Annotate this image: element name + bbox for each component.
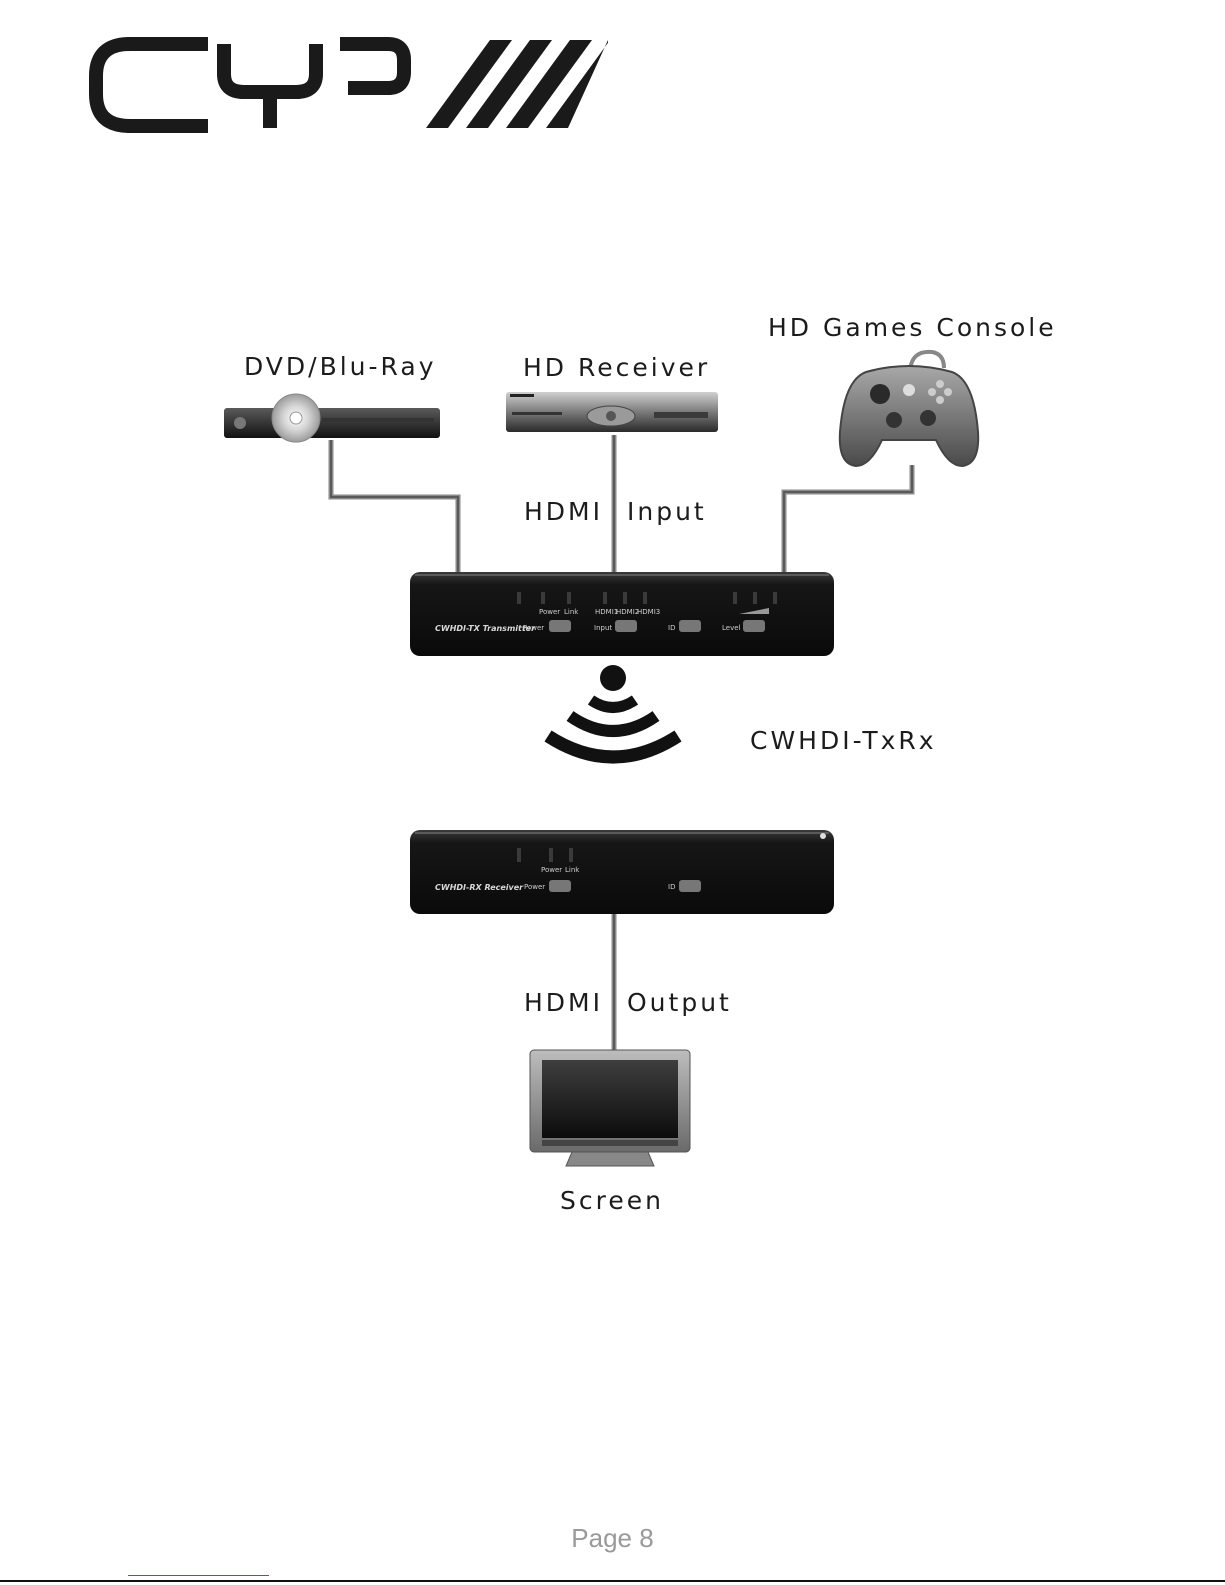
rx-led-power-label: Power xyxy=(541,866,562,874)
tx-led-hdmi2-label: HDMI2 xyxy=(616,608,639,616)
tx-led-hdmi3-label: HDMI3 xyxy=(637,608,660,616)
hdmi-output-label-b: Output xyxy=(627,988,732,1017)
tv-screen-icon xyxy=(528,1048,692,1170)
tx-input-button-label: Input xyxy=(594,624,612,632)
receiver-brand: CWHDI-RX Receiver xyxy=(435,883,523,892)
transmitter-brand: CWHDI-TX Transmitter xyxy=(435,624,535,633)
footer-rule xyxy=(0,1580,1225,1582)
page-number: Page 8 xyxy=(0,1523,1225,1554)
hdmi-input-label-a: HDMI xyxy=(524,497,603,526)
wireless-signal-icon xyxy=(540,660,686,772)
cable-dvd xyxy=(331,440,458,576)
dvd-player-icon xyxy=(222,392,444,448)
footer-link-underline xyxy=(128,1575,269,1576)
transmitter-unit: Power Link HDMI1 HDMI2 HDMI3 CWHDI-TX Tr… xyxy=(409,570,835,659)
cable-console xyxy=(784,465,912,576)
hd-receiver-icon xyxy=(504,390,722,438)
receiver-body xyxy=(409,828,835,917)
rx-power-button-label: Power xyxy=(524,883,545,891)
tx-led-hdmi1-label: HDMI1 xyxy=(595,608,618,616)
tx-led-power-label: Power xyxy=(539,608,560,616)
wireless-label: CWHDI-TxRx xyxy=(750,726,937,755)
hdmi-output-label-a: HDMI xyxy=(524,988,603,1017)
rx-id-button-label: ID xyxy=(668,883,675,891)
console-label: HD Games Console xyxy=(768,313,1057,342)
receiver-unit: Power Link CWHDI-RX Receiver Power ID xyxy=(409,828,835,917)
tx-level-button-label: Level xyxy=(722,624,740,632)
tx-power-button-label: Power xyxy=(523,624,544,632)
rx-led-link-label: Link xyxy=(565,866,579,874)
tx-id-button-label: ID xyxy=(668,624,675,632)
receiver-label: HD Receiver xyxy=(523,353,710,382)
hdmi-input-label-b: Input xyxy=(627,497,707,526)
tx-led-link-label: Link xyxy=(564,608,578,616)
screen-label: Screen xyxy=(560,1186,664,1215)
game-controller-icon xyxy=(836,346,982,472)
dvd-label: DVD/Blu-Ray xyxy=(244,352,437,381)
